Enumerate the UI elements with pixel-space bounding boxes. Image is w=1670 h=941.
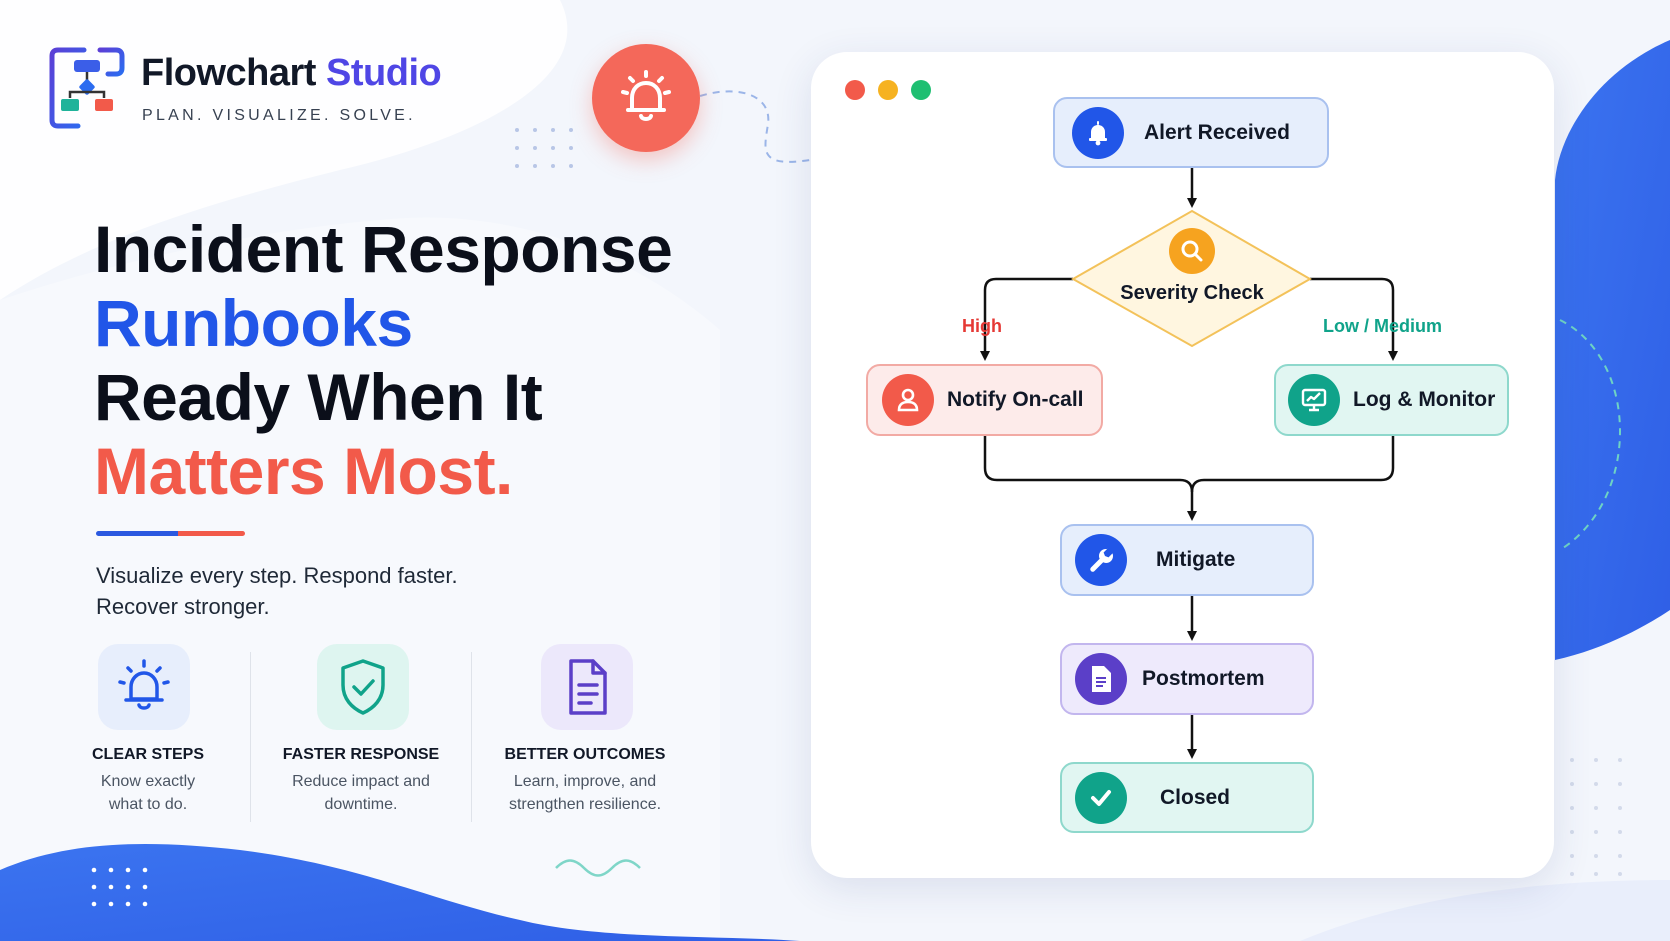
edge-label-high: High [962,316,1002,336]
edge-log-to-merge [1190,436,1395,493]
brand-name-part2: Studio [326,52,442,94]
edge-notify-to-merge [983,436,1197,521]
bg-blob-bottom-right [1300,880,1670,941]
feature-desc-faster-response: Reduce impact and downtime. [251,770,471,816]
log-monitor-label: Log & Monitor [1353,388,1496,411]
feature-title-better-outcomes: BETTER OUTCOMES [504,746,666,763]
edge-severity-to-notify [980,277,1073,361]
flowchart-logo-icon [49,47,125,129]
diagram-window [811,52,1554,878]
dot-grid-bottom-right [1570,758,1622,876]
shield-check-icon [341,659,385,715]
feature-title-clear-steps: CLEAR STEPS [91,746,204,763]
document-icon [569,659,607,715]
feature-desc-line: strengthen resilience. [508,796,662,813]
bg-blob-right [1555,40,1670,660]
dashed-connector [699,90,811,163]
monitor-chart-icon [1301,388,1327,412]
check-icon [1091,789,1111,806]
feature-desc-line: downtime. [324,796,398,813]
bell-icon [118,659,170,710]
alert-received-node[interactable]: Alert Received [1053,97,1329,168]
postmortem-label: Postmortem [1142,667,1265,690]
mitigate-icon-circle [1075,534,1127,586]
brand-name-part1: Flowchart [141,52,316,94]
closed-label: Closed [1160,785,1231,809]
feature-desc-line: Learn, improve, and [513,773,657,790]
feature-icon-better-outcomes [541,644,633,730]
feature-desc-clear-steps: Know exactly what to do. [38,770,258,816]
mitigate-label: Mitigate [1156,548,1236,571]
severity-check-label: Severity Check [1120,282,1264,304]
bell-icon [1089,120,1107,145]
feature-divider [250,652,251,822]
closed-icon-circle [1075,771,1127,824]
severity-check-node[interactable]: Severity Check [1103,228,1281,328]
mitigate-node[interactable]: Mitigate [1060,524,1314,596]
subtitle-line-2: Recover stronger. [96,594,270,619]
headline: Incident Response Runbooks Ready When It… [94,212,673,508]
bell-alert-icon [621,70,671,121]
bg-wave-left [0,217,720,941]
dot-grid-bottom-left [91,867,148,907]
dashed-arc-right [1559,319,1621,551]
log-icon-circle [1288,374,1340,426]
window-maximize-dot[interactable] [911,80,931,100]
headline-line-2: Runbooks [94,286,413,360]
feature-desc-line: Reduce impact and [292,773,430,790]
notify-on-call-node[interactable]: Notify On-call [866,364,1103,436]
window-close-dot[interactable] [845,80,865,100]
headline-line-1: Incident Response [94,212,673,286]
feature-desc-better-outcomes: Learn, improve, and strengthen resilienc… [475,770,695,816]
headline-line-4: Matters Most. [94,434,513,508]
closed-node[interactable]: Closed [1060,762,1314,833]
notify-on-call-label: Notify On-call [947,388,1084,411]
accent-bar [96,531,245,536]
edge-severity-to-log [1310,277,1398,361]
alarm-bubble [592,44,700,152]
severity-check-diamond [1070,209,1313,348]
feature-desc-line: what to do. [108,796,188,813]
brand-tagline: PLAN. VISUALIZE. SOLVE. [142,107,416,124]
brand-name: Flowchart Studio [141,52,442,95]
document-icon [1092,666,1111,692]
window-minimize-dot[interactable] [878,80,898,100]
postmortem-icon-circle [1075,653,1127,705]
headline-line-3: Ready When It [94,360,543,434]
feature-divider [471,652,472,822]
dot-grid-top [515,128,573,168]
notify-icon-circle [882,374,934,426]
squiggle [555,859,641,877]
alert-received-label: Alert Received [1144,120,1290,144]
feature-desc-line: Know exactly [100,773,196,790]
subtitle: Visualize every step. Respond faster. Re… [96,560,458,622]
subtitle-line-1: Visualize every step. Respond faster. [96,563,458,588]
search-icon [1181,240,1203,262]
feature-icon-clear-steps [98,644,190,730]
postmortem-node[interactable]: Postmortem [1060,643,1314,715]
wrench-icon [1090,548,1113,572]
log-monitor-node[interactable]: Log & Monitor [1274,364,1509,436]
user-icon [897,388,919,412]
severity-icon-circle [1169,228,1215,274]
edge-label-low-medium: Low / Medium [1323,316,1442,336]
feature-icon-faster-response [317,644,409,730]
bg-blob-top-left [0,0,568,300]
feature-title-faster-response: FASTER RESPONSE [282,746,440,763]
bg-wave-bottom-blue [0,844,800,941]
alert-icon-circle [1072,106,1124,159]
